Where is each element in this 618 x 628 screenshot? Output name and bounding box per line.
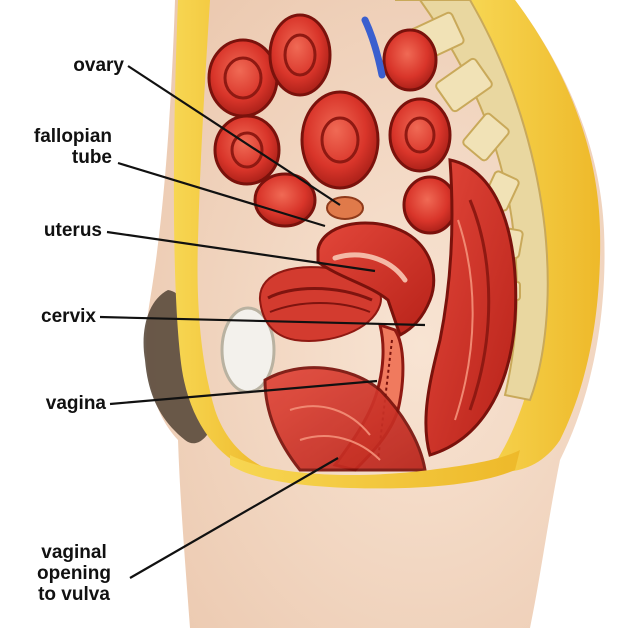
ovary-label: ovary — [40, 55, 124, 76]
fallopian-tube-label-line2: tube — [8, 147, 112, 168]
vagina-label: vagina — [20, 393, 106, 414]
vaginal-opening-label-line3: to vulva — [22, 584, 126, 605]
uterus-label: uterus — [10, 220, 102, 241]
fallopian-tube-label: fallopian tube — [8, 126, 112, 168]
vaginal-opening-label: vaginal opening to vulva — [22, 542, 126, 605]
vaginal-opening-label-line1: vaginal — [22, 542, 126, 563]
cervix-label: cervix — [20, 306, 96, 327]
fallopian-tube-label-line1: fallopian — [8, 126, 112, 147]
vaginal-opening-label-line2: opening — [22, 563, 126, 584]
